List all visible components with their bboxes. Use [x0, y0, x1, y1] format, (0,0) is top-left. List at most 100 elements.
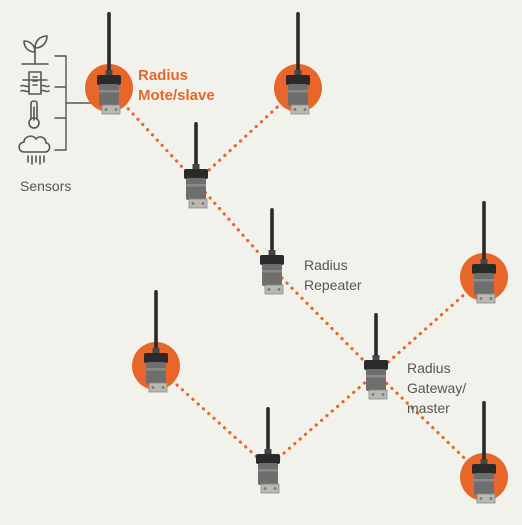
antenna-base — [105, 70, 113, 76]
mote-label-line1: Radius — [138, 67, 189, 84]
mount-bracket — [476, 293, 496, 304]
bracket-screw — [303, 108, 307, 111]
link-repeater-3-gateway — [266, 371, 378, 469]
device-body — [186, 178, 206, 200]
antenna — [194, 122, 198, 168]
node-mote-1 — [85, 12, 133, 115]
mote-label: Radius Mote/slave — [138, 66, 215, 106]
link-repeater-1-repeater-2 — [194, 180, 274, 270]
node-mote-4 — [460, 201, 508, 304]
mount-bracket — [260, 483, 280, 494]
sensors-group — [18, 35, 113, 165]
antenna — [296, 12, 300, 74]
device-cap — [286, 75, 310, 85]
device-cap — [97, 75, 121, 85]
gateway-label-line3: master — [407, 400, 450, 416]
mount-bracket — [368, 389, 388, 400]
mote-label-line2: Mote/slave — [138, 87, 215, 104]
bracket-screw — [191, 202, 195, 205]
bracket-screw — [489, 497, 493, 500]
device-cap — [472, 264, 496, 274]
device-body — [99, 84, 119, 106]
gateway-label-line1: Radius — [407, 360, 451, 376]
node-repeater-1 — [184, 122, 208, 209]
mount-bracket — [188, 198, 208, 209]
device-band — [99, 90, 119, 93]
device-band — [366, 375, 386, 378]
device-body — [258, 463, 278, 485]
antenna-base — [264, 449, 272, 455]
device-band — [186, 184, 206, 187]
bracket-screw — [479, 297, 483, 300]
device-band — [258, 469, 278, 472]
device-cap — [472, 464, 496, 474]
repeater-label: Radius Repeater — [304, 255, 362, 295]
antenna — [270, 208, 274, 254]
device-cap — [260, 255, 284, 265]
antenna-base — [152, 348, 160, 354]
node-mote-2 — [274, 12, 322, 115]
rain-cloud-icon — [18, 135, 51, 165]
antenna-base — [480, 259, 488, 265]
mount-bracket — [264, 284, 284, 295]
node-repeater-3 — [256, 407, 280, 494]
device-body — [366, 369, 386, 391]
device-cap — [256, 454, 280, 464]
node-mote-5 — [460, 401, 508, 504]
repeater-label-line2: Repeater — [304, 277, 362, 293]
node-repeater-2 — [260, 208, 284, 295]
bracket-screw — [151, 386, 155, 389]
node-mote-3 — [132, 290, 180, 393]
bracket-screw — [267, 288, 271, 291]
mount-bracket — [476, 493, 496, 504]
bracket-screw — [114, 108, 118, 111]
links-layer — [107, 86, 486, 479]
bracket-screw — [479, 497, 483, 500]
antenna — [482, 201, 486, 263]
bracket-screw — [273, 487, 277, 490]
antenna — [266, 407, 270, 453]
antenna — [482, 401, 486, 463]
plant-sprout-icon — [21, 35, 49, 65]
bracket-screw — [161, 386, 165, 389]
thermometer-icon — [28, 100, 40, 129]
antenna — [154, 290, 158, 352]
node-gateway — [364, 313, 388, 400]
link-mote-4-gateway — [374, 275, 486, 375]
bracket-screw — [277, 288, 281, 291]
device-cap — [144, 353, 168, 363]
device-body — [146, 362, 166, 384]
nodes-layer — [85, 12, 508, 504]
device-cap — [184, 169, 208, 179]
device-cap — [364, 360, 388, 370]
mount-bracket — [290, 104, 310, 115]
antenna-base — [372, 355, 380, 361]
device-body — [474, 273, 494, 295]
device-band — [146, 368, 166, 371]
antenna — [107, 12, 111, 74]
water-level-icon — [20, 71, 50, 95]
device-body — [288, 84, 308, 106]
device-band — [474, 279, 494, 282]
gateway-label-line2: Gateway/ — [407, 380, 467, 396]
device-body — [262, 264, 282, 286]
antenna-base — [480, 459, 488, 465]
mount-bracket — [148, 382, 168, 393]
bracket-screw — [381, 393, 385, 396]
antenna-base — [192, 164, 200, 170]
sensors-label: Sensors — [20, 178, 72, 194]
device-band — [262, 270, 282, 273]
bracket-screw — [263, 487, 267, 490]
mount-bracket — [101, 104, 121, 115]
bracket-screw — [489, 297, 493, 300]
device-band — [288, 90, 308, 93]
antenna — [374, 313, 378, 359]
device-band — [474, 479, 494, 482]
bracket-screw — [371, 393, 375, 396]
gateway-label: Radius Gateway/ master — [407, 358, 466, 418]
bracket-screw — [293, 108, 297, 111]
repeater-label-line1: Radius — [304, 257, 348, 273]
antenna-base — [294, 70, 302, 76]
antenna-base — [268, 250, 276, 256]
